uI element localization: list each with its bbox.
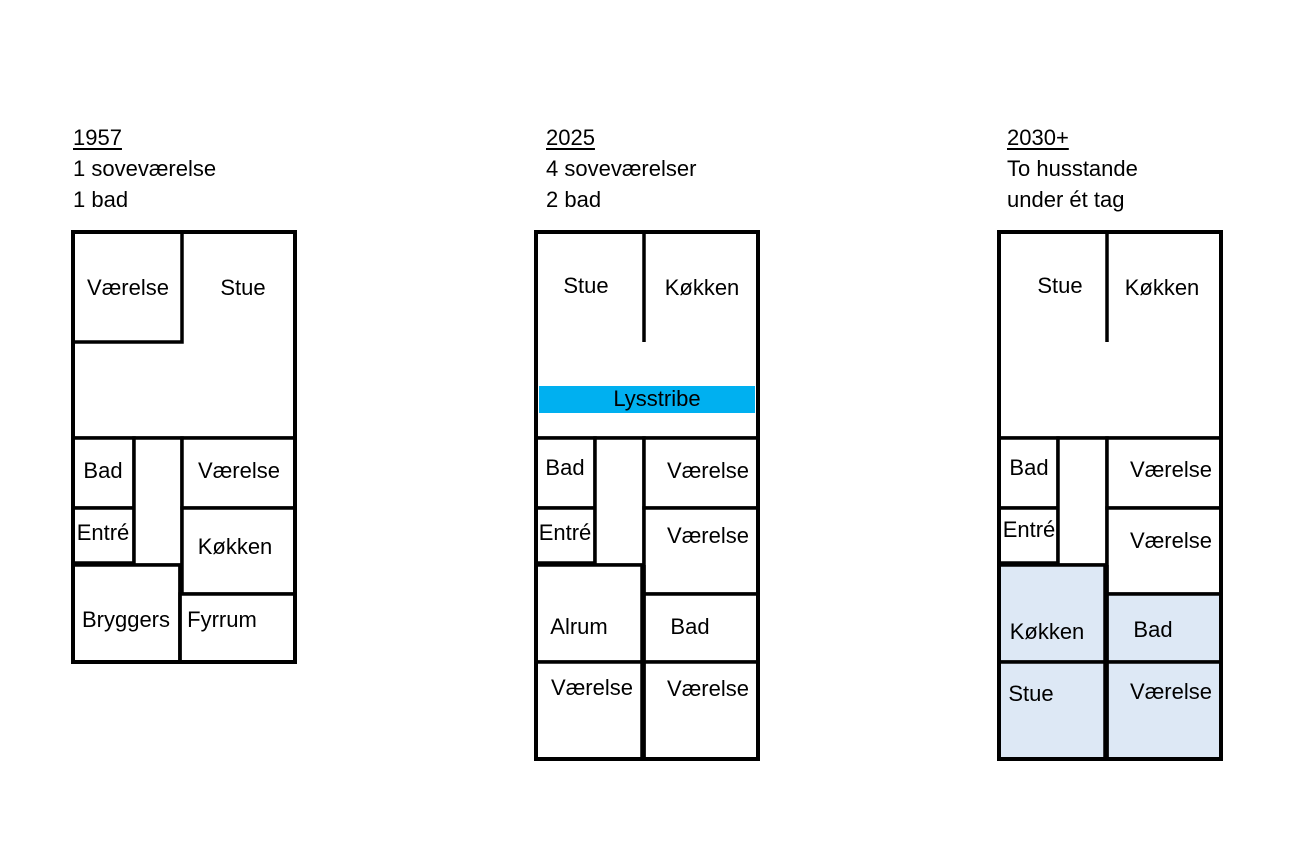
room-vaerelse-4 [642, 660, 760, 761]
room-label: Fyrrum [187, 607, 257, 632]
room-label: Værelse [198, 458, 280, 483]
room-vaerelse-top [71, 230, 184, 344]
outer-wall [997, 230, 1223, 761]
room-label: Værelse [1130, 528, 1212, 553]
room-vaerelse [180, 436, 297, 510]
room-label: Stue [1037, 273, 1082, 298]
plan-subtitle-line1: 1 soveværelse [73, 156, 217, 181]
room-label: Køkken [665, 275, 740, 300]
room-label: Værelse [1130, 679, 1212, 704]
room-label: Værelse [87, 275, 169, 300]
plan-subtitle-line2: under ét tag [1007, 187, 1125, 212]
room-label: Bad [1133, 617, 1172, 642]
floor-plan-2025: Stue Køkken Lysstribe Bad Værelse Entré … [534, 230, 760, 761]
plan-year: 1957 [73, 125, 122, 150]
room-label: Værelse [667, 458, 749, 483]
room-label: Bad [545, 455, 584, 480]
room-alrum [534, 563, 644, 664]
room-koekken-2 [997, 563, 1107, 664]
room-stue-2 [997, 660, 1107, 761]
room-label: Køkken [1125, 275, 1200, 300]
room-label: Bad [1009, 455, 1048, 480]
room-vaerelse-3 [1105, 660, 1223, 761]
room-label: Stue [220, 275, 265, 300]
room-label: Entré [1003, 517, 1056, 542]
plan-subtitle-line2: 2 bad [546, 187, 602, 212]
room-label: Bad [670, 614, 709, 639]
outer-wall [71, 230, 297, 664]
room-vaerelse-1 [1105, 436, 1223, 510]
room-hallway [593, 436, 646, 567]
room-label: Entré [77, 520, 130, 545]
heading-1957: 1957 1 soveværelse 1 bad [73, 122, 216, 215]
floor-plan-1957: Værelse Stue Bad Værelse Entré Køkken Br… [71, 230, 297, 664]
room-hallway [132, 436, 184, 567]
plan-subtitle-line1: 4 soveværelser [546, 156, 697, 181]
room-living-area [997, 230, 1223, 440]
room-bad [534, 436, 597, 510]
room-label: Alrum [550, 614, 607, 639]
plan-subtitle-line2: 1 bad [73, 187, 129, 212]
room-label: Værelse [667, 676, 749, 701]
room-hallway [1056, 436, 1109, 567]
plan-year: 2030+ [1007, 125, 1069, 150]
room-fyrrum [178, 592, 297, 664]
room-vaerelse-2 [642, 506, 760, 596]
room-label: Stue [563, 273, 608, 298]
outer-wall [534, 230, 760, 761]
room-label: Værelse [1130, 457, 1212, 482]
room-label: Køkken [198, 534, 273, 559]
heading-2025: 2025 4 soveværelser 2 bad [546, 122, 696, 215]
room-label: Værelse [551, 675, 633, 700]
room-label: Stue [1008, 681, 1053, 706]
room-label: Bryggers [82, 607, 170, 632]
floor-plan-2030: Stue Køkken Bad Værelse Entré Værelse Kø… [997, 230, 1223, 761]
room-entre [534, 506, 597, 565]
plan-subtitle-line1: To husstande [1007, 156, 1138, 181]
room-label: Køkken [1010, 619, 1085, 644]
plan-year: 2025 [546, 125, 595, 150]
room-bad-2 [642, 592, 760, 664]
room-label: Bad [83, 458, 122, 483]
heading-2030: 2030+ To husstande under ét tag [1007, 122, 1138, 215]
room-label: Værelse [667, 523, 749, 548]
room-label: Entré [539, 520, 592, 545]
light-strip [539, 386, 755, 413]
room-label: Lysstribe [613, 386, 700, 411]
room-vaerelse-1 [642, 436, 760, 510]
